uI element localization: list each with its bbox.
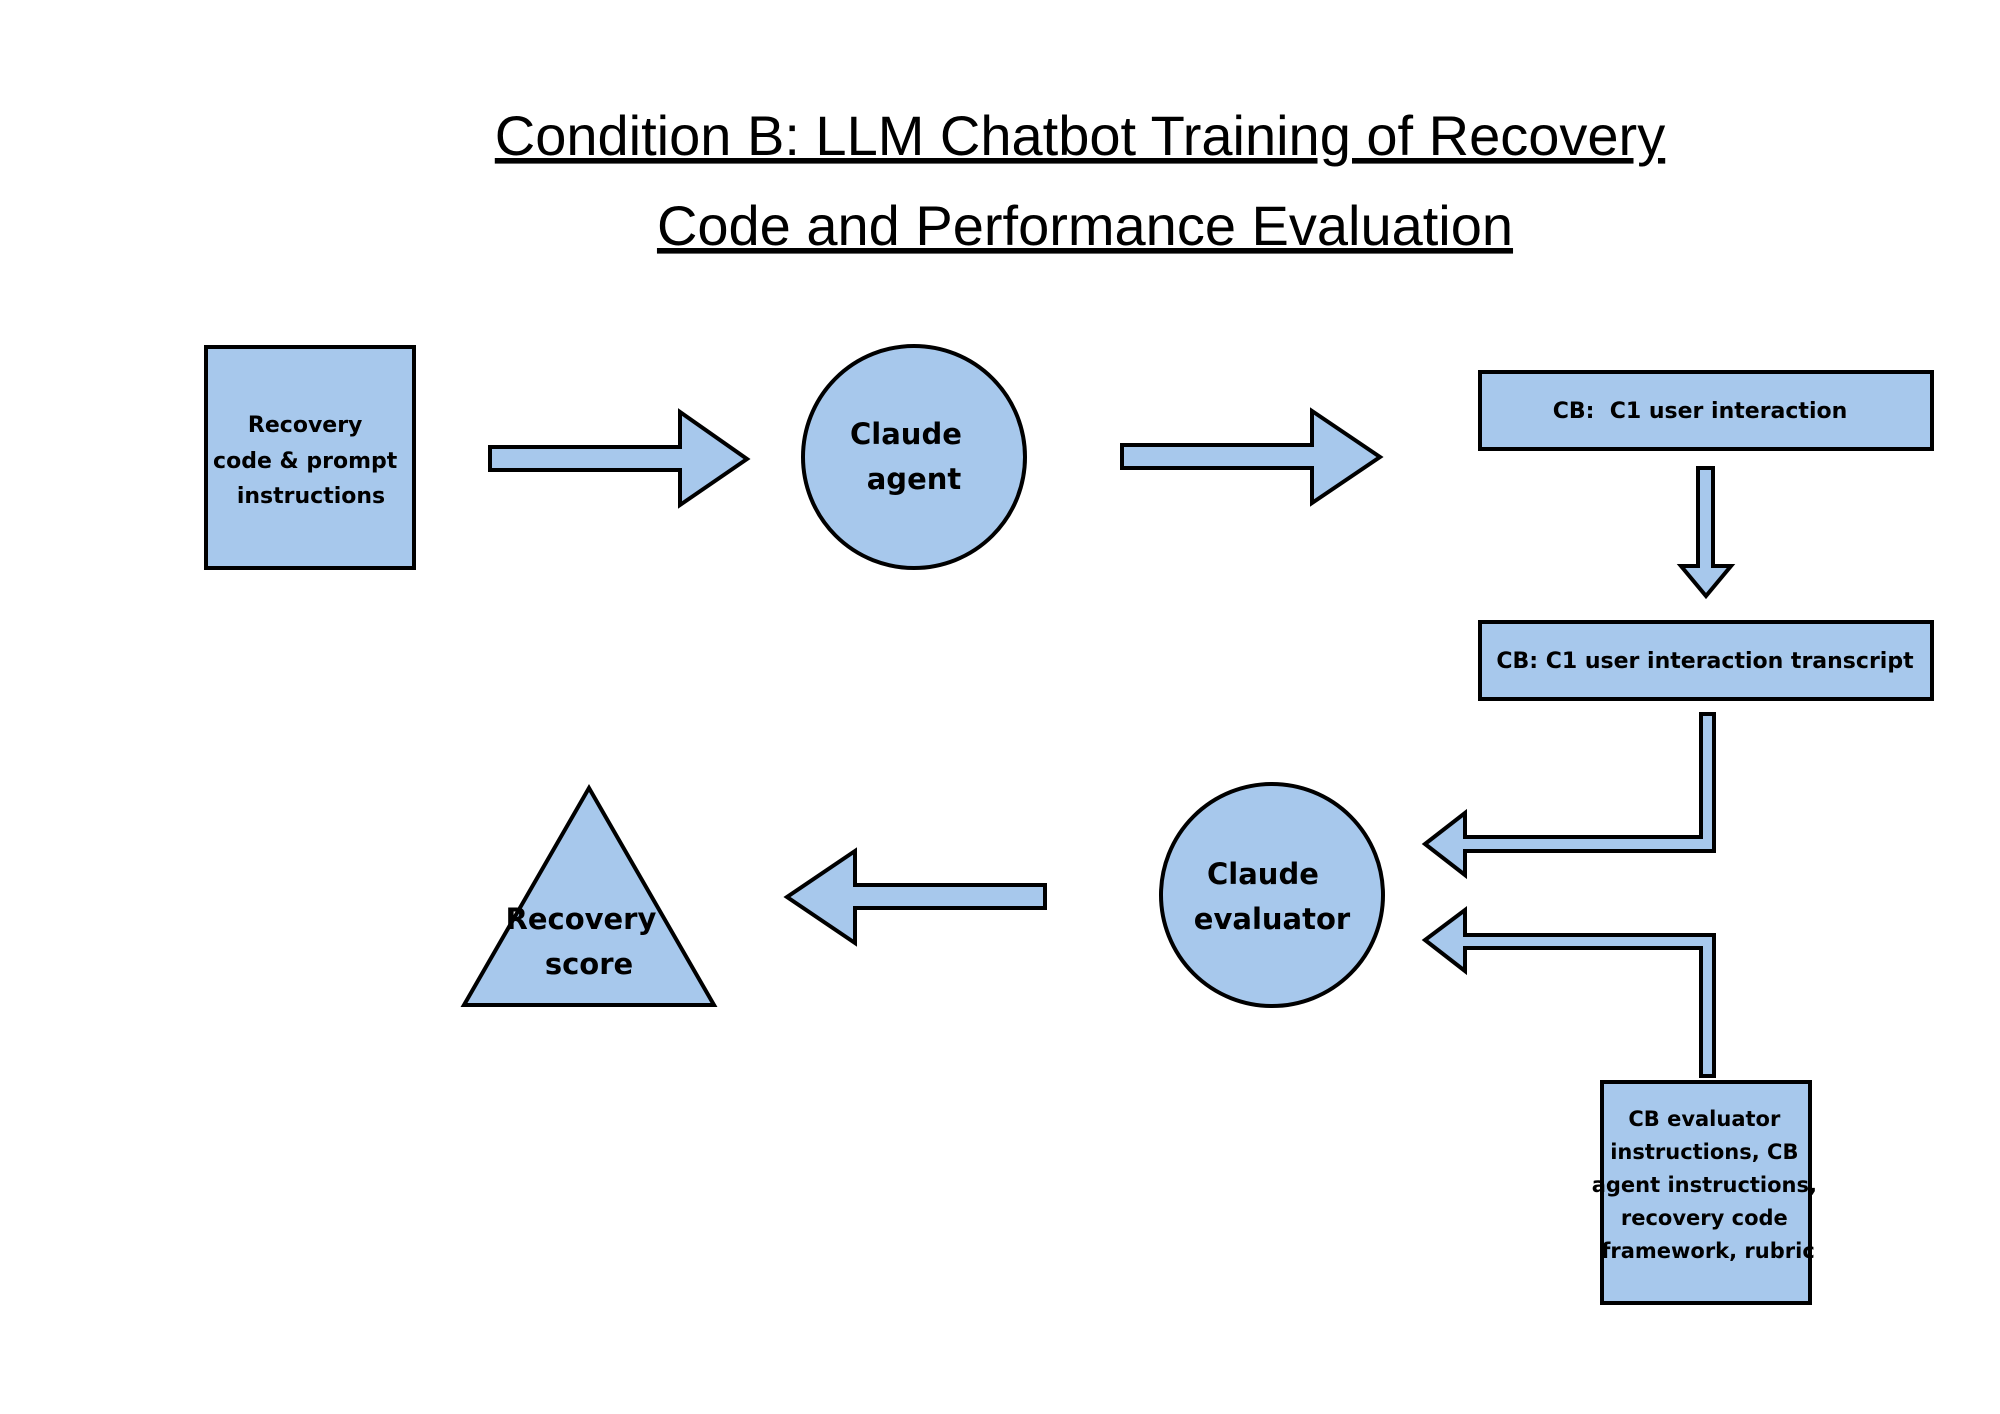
cb-transcript-box <box>1478 620 1934 701</box>
claude-evaluator-circle <box>1159 782 1385 1008</box>
claude-agent-node: Claude agent <box>801 344 1027 570</box>
recovery-score-node: Recovery score <box>460 783 718 1007</box>
diagram-title-line-1: Condition B: LLM Chatbot Training of Rec… <box>495 104 1665 167</box>
claude-evaluator-node: Claude evaluator <box>1159 782 1385 1008</box>
cb-interaction-box <box>1478 370 1934 451</box>
claude-agent-circle <box>801 344 1027 570</box>
arrow-elbow-instructions-to-evaluator <box>1421 906 1716 1078</box>
cb-evaluator-instructions-label: CB evaluator instructions, CB agent inst… <box>1592 1107 1825 1263</box>
cb-interaction-node: CB: C1 user interaction <box>1478 370 1934 451</box>
arrow-left-to-score <box>783 847 1047 947</box>
cb-transcript-node: CB: C1 user interaction transcript <box>1478 620 1934 701</box>
arrow-right-to-interaction <box>1120 407 1384 507</box>
claude-agent-label: Claude agent <box>850 417 972 496</box>
recovery-code-box <box>204 345 416 570</box>
arrow-right-to-agent <box>488 408 751 509</box>
cb-evaluator-instructions-node: CB evaluator instructions, CB agent inst… <box>1592 1080 1825 1305</box>
recovery-code-node: Recovery code & prompt instructions <box>204 345 416 570</box>
arrow-elbow-transcript-to-evaluator <box>1421 712 1716 880</box>
arrow-down-to-transcript <box>1676 466 1736 600</box>
claude-evaluator-label: Claude evaluator <box>1194 857 1351 936</box>
recovery-code-label: Recovery code & prompt instructions <box>213 413 405 509</box>
cb-interaction-label: CB: C1 user interaction <box>1553 399 1848 424</box>
cb-evaluator-instructions-box <box>1600 1080 1812 1305</box>
recovery-score-label: Recovery score <box>506 902 667 981</box>
diagram-title-line-2: Code and Performance Evaluation <box>657 194 1513 257</box>
recovery-score-triangle <box>460 783 718 1007</box>
cb-transcript-label: CB: C1 user interaction transcript <box>1496 649 1914 674</box>
